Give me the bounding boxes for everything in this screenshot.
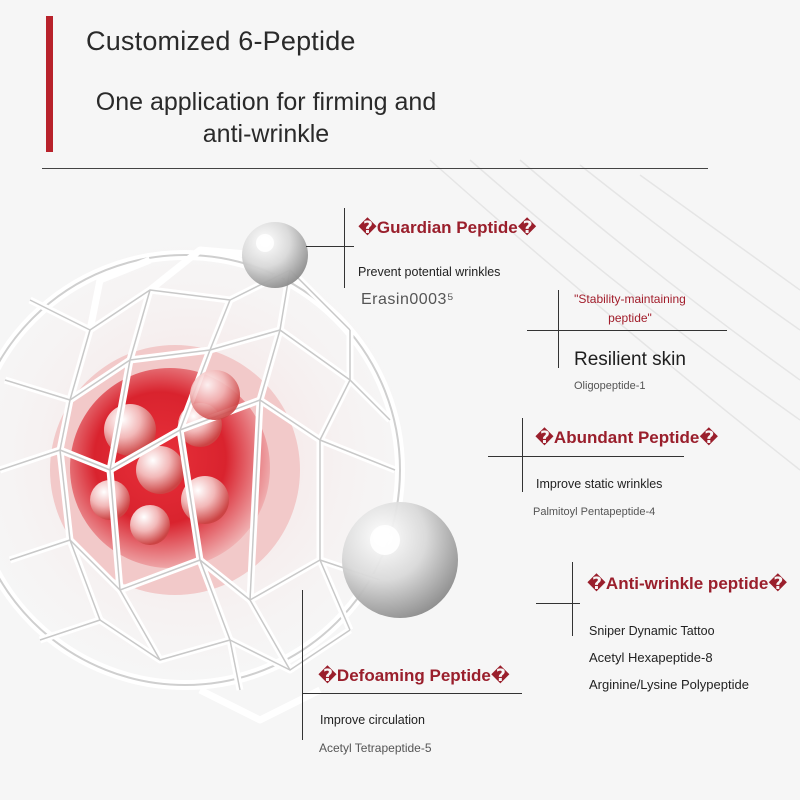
page-title: Customized 6-Peptide — [86, 26, 356, 56]
stability-connector-vertical — [558, 290, 559, 368]
guardian-connector-vertical — [344, 208, 345, 288]
abundant-connector-horizontal — [488, 456, 684, 457]
stability-connector-horizontal — [527, 330, 727, 331]
defoaming-connector-vertical — [302, 590, 303, 740]
guardian-peptide-label: �Guardian Peptide� — [358, 218, 537, 237]
anti-wrinkle-peptide-ingredient: Arginine/Lysine Polypeptide — [589, 677, 749, 692]
guardian-connector-horizontal — [306, 246, 354, 247]
abundant-peptide-ingredient: Palmitoyl Pentapeptide-4 — [533, 506, 656, 518]
header-divider — [42, 168, 708, 169]
anti-wrinkle-connector-vertical — [572, 562, 573, 636]
anti-wrinkle-peptide-ingredient: Acetyl Hexapeptide-8 — [589, 650, 713, 665]
defoaming-peptide-ingredient: Acetyl Tetrapeptide-5 — [319, 741, 432, 755]
abundant-peptide-effect: Improve static wrinkles — [536, 477, 663, 491]
guardian-peptide-effect: Prevent potential wrinkles — [358, 265, 501, 279]
abundant-peptide-label: �Abundant Peptide� — [535, 428, 719, 447]
defoaming-peptide-label: �Defoaming Peptide� — [318, 666, 510, 685]
defoaming-connector-horizontal — [302, 693, 522, 694]
abundant-connector-vertical — [522, 418, 523, 492]
guardian-peptide-ingredient: Erasin0003⁵ — [361, 291, 455, 308]
anti-wrinkle-connector-horizontal — [536, 603, 580, 604]
stability-peptide-ingredient: Oligopeptide-1 — [574, 380, 646, 392]
page-subtitle: One application for firming and anti-wri… — [88, 86, 444, 150]
accent-bar — [46, 16, 53, 152]
defoaming-peptide-effect: Improve circulation — [320, 713, 425, 727]
stability-peptide-quote: "Stability-maintaining peptide" — [555, 290, 705, 328]
subtitle-line: One application for firming and — [95, 88, 437, 116]
stability-quote-line: peptide" — [608, 311, 652, 325]
stability-quote-line: "Stability-maintaining — [574, 292, 686, 306]
subtitle-line: anti-wrinkle — [202, 120, 330, 148]
stability-peptide-effect: Resilient skin — [574, 349, 686, 370]
anti-wrinkle-peptide-effect: Sniper Dynamic Tattoo — [589, 624, 715, 638]
anti-wrinkle-peptide-label: �Anti-wrinkle peptide� — [587, 574, 788, 593]
